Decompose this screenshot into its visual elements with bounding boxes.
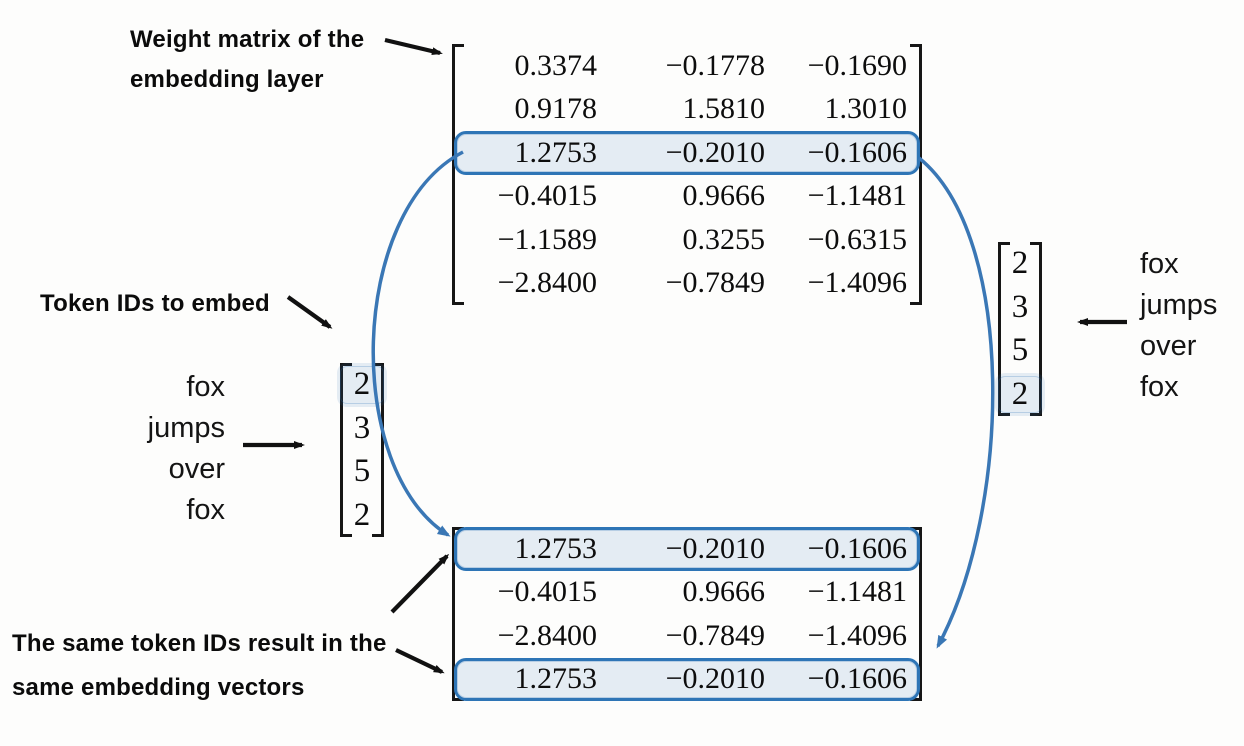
matrix-row-highlighted: 1.2753 −0.2010 −0.1606 bbox=[454, 527, 920, 571]
token-word: over bbox=[168, 453, 225, 485]
matrix-cell: −0.2010 bbox=[665, 135, 765, 169]
matrix-row: −2.8400 −0.7849 −1.4096 bbox=[454, 262, 920, 306]
matrix-cell: −1.4096 bbox=[807, 618, 907, 652]
output-embedding-matrix: 1.2753 −0.2010 −0.1606 −0.4015 0.9666 −1.1481… bbox=[452, 527, 922, 701]
matrix-cell: −0.2010 bbox=[665, 662, 765, 696]
matrix-cell: −0.6315 bbox=[807, 222, 907, 256]
matrix-cell: 0.3374 bbox=[514, 48, 598, 82]
same-token-ids-label-line1: The same token IDs result in the bbox=[12, 630, 387, 657]
matrix-cell: −1.1481 bbox=[807, 575, 907, 609]
token-ids-label-text: Token IDs to embed bbox=[40, 290, 270, 317]
matrix-cell: −0.4015 bbox=[497, 575, 597, 609]
matrix-cell: −0.1606 bbox=[807, 531, 907, 565]
token-word: over bbox=[1140, 330, 1197, 362]
token-id: 3 bbox=[1011, 288, 1029, 325]
arrow-same-ids-to-first-row bbox=[390, 553, 450, 614]
arrow-same-ids-to-last-row bbox=[395, 648, 445, 674]
token-word: fox bbox=[186, 494, 225, 526]
token-id: 5 bbox=[1011, 332, 1029, 369]
matrix-cell: −0.1778 bbox=[665, 48, 765, 82]
token-id: 5 bbox=[353, 453, 371, 490]
matrix-cell: −1.1589 bbox=[497, 222, 597, 256]
embedding-weight-matrix-rows: 0.3374 −0.1778 −0.1690 0.9178 1.5810 1.3010 1.… bbox=[454, 44, 920, 305]
matrix-row: 0.3374 −0.1778 −0.1690 bbox=[454, 44, 920, 88]
left-bracket bbox=[998, 242, 1010, 416]
arrow-token-ids-label bbox=[286, 295, 333, 329]
matrix-cell: 0.3255 bbox=[682, 222, 766, 256]
same-token-ids-label: The same token IDs result in the same em… bbox=[12, 622, 387, 710]
right-token-words: fox jumps over fox bbox=[1140, 244, 1244, 408]
matrix-row: −1.1589 0.3255 −0.6315 bbox=[454, 218, 920, 262]
matrix-cell: −0.7849 bbox=[665, 266, 765, 300]
matrix-cell: 1.2753 bbox=[514, 135, 598, 169]
matrix-cell: −0.2010 bbox=[665, 531, 765, 565]
matrix-cell: −1.1481 bbox=[807, 179, 907, 213]
matrix-cell: 1.3010 bbox=[824, 92, 908, 126]
matrix-cell: −2.8400 bbox=[497, 266, 597, 300]
token-id: 2 bbox=[1011, 245, 1029, 282]
matrix-cell: 0.9178 bbox=[514, 92, 598, 126]
left-token-words: fox jumps over fox bbox=[60, 367, 225, 531]
matrix-cell: 0.9666 bbox=[682, 575, 766, 609]
matrix-cell: −0.1606 bbox=[807, 662, 907, 696]
token-word: fox bbox=[186, 371, 225, 403]
right-bracket bbox=[1030, 242, 1042, 416]
token-word: jumps bbox=[1140, 289, 1218, 321]
token-id-highlighted: 2 bbox=[995, 372, 1045, 416]
matrix-cell: −2.8400 bbox=[497, 618, 597, 652]
left-bracket bbox=[340, 363, 352, 537]
matrix-cell: −0.7849 bbox=[665, 618, 765, 652]
matrix-row-highlighted: 1.2753 −0.2010 −0.1606 bbox=[454, 131, 920, 175]
matrix-row: −2.8400 −0.7849 −1.4096 bbox=[454, 614, 920, 658]
token-word: fox bbox=[1140, 371, 1179, 403]
matrix-row: −0.4015 0.9666 −1.1481 bbox=[454, 175, 920, 219]
matrix-row-highlighted: 1.2753 −0.2010 −0.1606 bbox=[454, 657, 920, 701]
matrix-cell: −0.1606 bbox=[807, 135, 907, 169]
matrix-row: 0.9178 1.5810 1.3010 bbox=[454, 88, 920, 132]
token-word: jumps bbox=[147, 412, 225, 444]
same-token-ids-label-line2: same embedding vectors bbox=[12, 674, 305, 701]
embedding-weight-matrix: 0.3374 −0.1778 −0.1690 0.9178 1.5810 1.3010 1.… bbox=[452, 44, 922, 305]
matrix-cell: −1.4096 bbox=[807, 266, 907, 300]
arrow-weight-matrix-label bbox=[384, 37, 443, 56]
token-id-highlighted: 2 bbox=[337, 363, 387, 407]
matrix-row: −0.4015 0.9666 −1.1481 bbox=[454, 571, 920, 615]
matrix-cell: −0.4015 bbox=[497, 179, 597, 213]
weight-matrix-label-line2: embedding layer bbox=[130, 66, 324, 93]
weight-matrix-label-line1: Weight matrix of the bbox=[130, 26, 365, 53]
matrix-cell: 0.9666 bbox=[682, 179, 766, 213]
output-embedding-matrix-rows: 1.2753 −0.2010 −0.1606 −0.4015 0.9666 −1.1481… bbox=[454, 527, 920, 701]
weight-matrix-label: Weight matrix of the embedding layer bbox=[130, 20, 364, 100]
matrix-cell: 1.5810 bbox=[682, 92, 766, 126]
matrix-cell: 1.2753 bbox=[514, 531, 598, 565]
matrix-cell: 1.2753 bbox=[514, 662, 598, 696]
token-ids-label: Token IDs to embed bbox=[40, 284, 270, 324]
token-id: 3 bbox=[353, 409, 371, 446]
token-id: 2 bbox=[353, 496, 371, 533]
matrix-cell: −0.1690 bbox=[807, 48, 907, 82]
curve-right-lookup bbox=[917, 156, 995, 649]
token-word: fox bbox=[1140, 248, 1179, 280]
